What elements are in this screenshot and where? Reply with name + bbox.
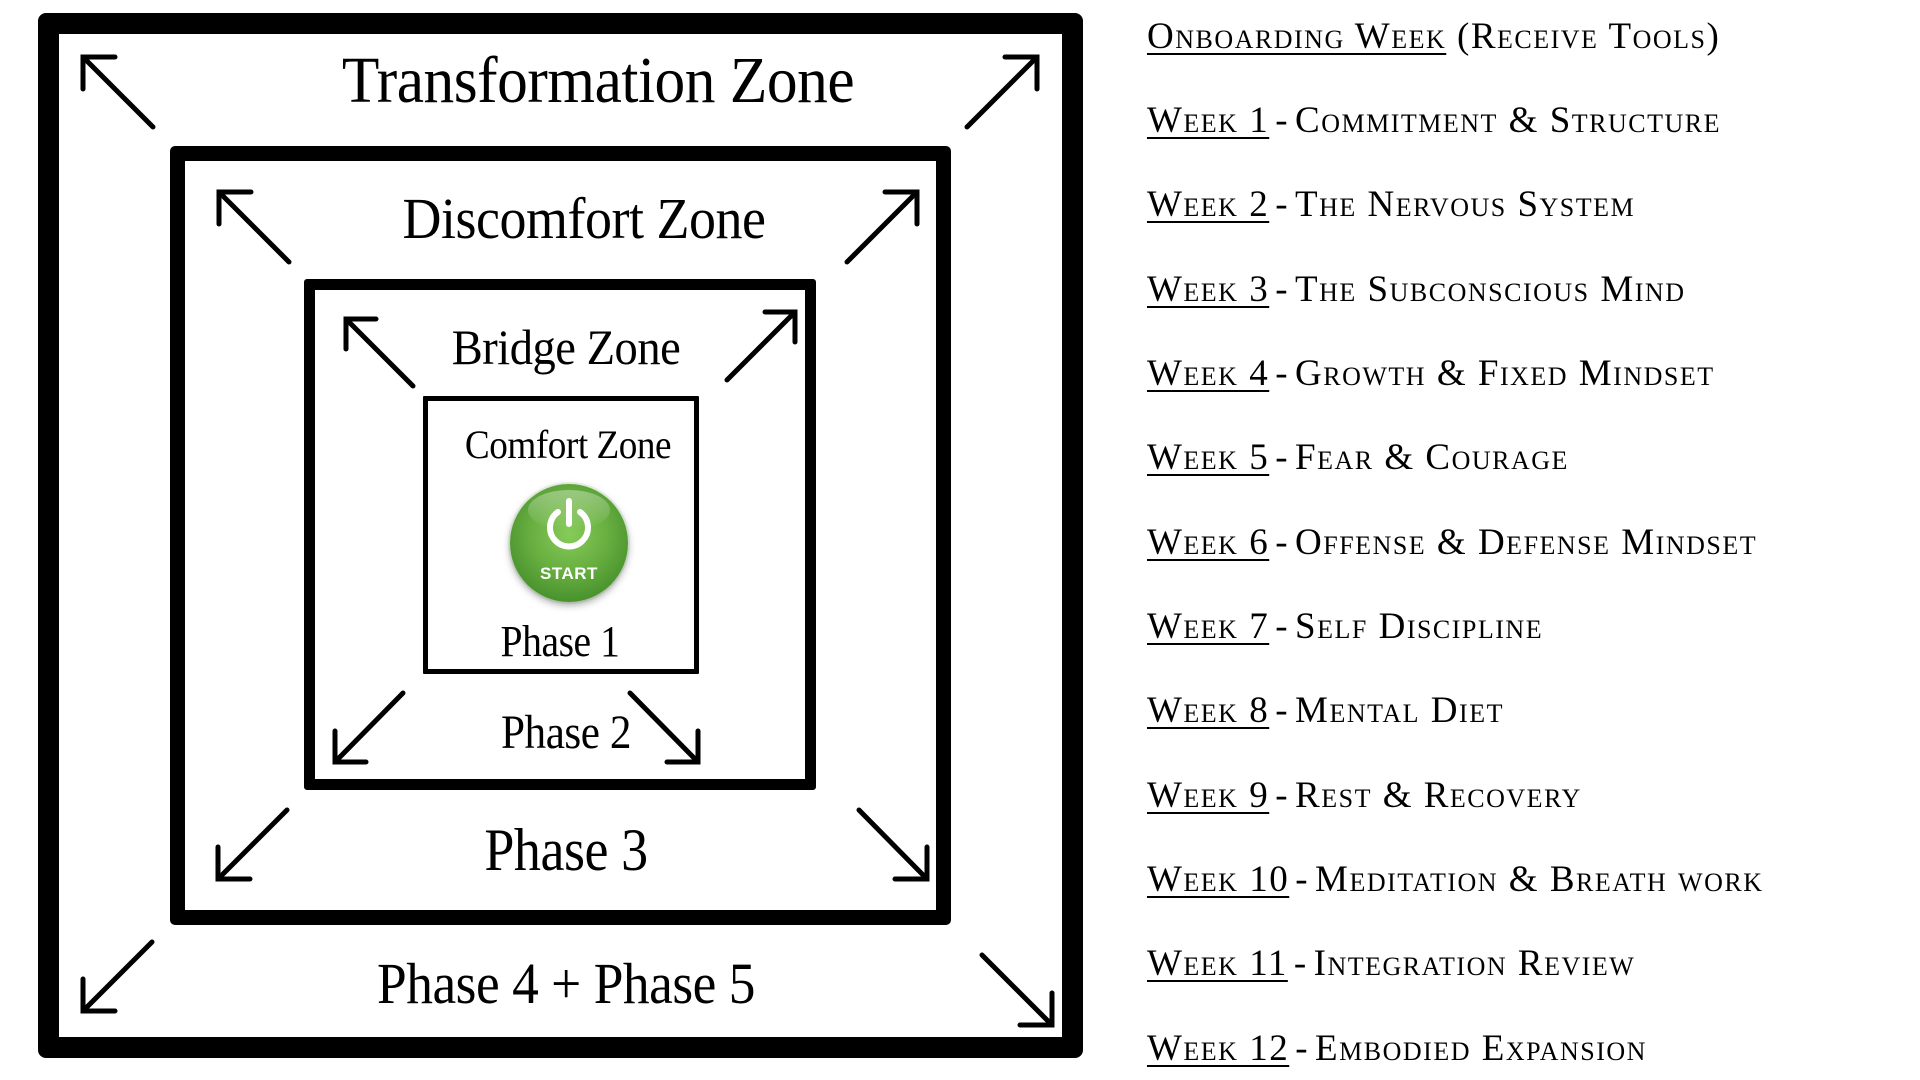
week-link[interactable]: Week 8: [1147, 690, 1270, 731]
week-title: Embodied Expansion: [1315, 1028, 1647, 1069]
week-link[interactable]: Week 9: [1147, 775, 1270, 816]
week-link[interactable]: Week 11: [1147, 943, 1288, 984]
week-link[interactable]: Week 4: [1147, 353, 1270, 394]
week-title: Offense & Defense Mindset: [1295, 522, 1758, 563]
week-title: Growth & Fixed Mindset: [1295, 353, 1715, 394]
list-item: Week 1-Commitment & Structure: [1147, 102, 1721, 139]
list-item: Week 10-Meditation & Breath work: [1147, 861, 1763, 898]
list-item: Week 2-The Nervous System: [1147, 186, 1635, 223]
week-link[interactable]: Week 10: [1147, 859, 1290, 900]
week-title: Meditation & Breath work: [1315, 859, 1764, 900]
separator: -: [1275, 437, 1290, 478]
list-item: Week 8-Mental Diet: [1147, 692, 1504, 729]
bridge-zone-box: [304, 279, 816, 790]
phase-3-label: Phase 3: [484, 817, 648, 883]
separator: -: [1275, 775, 1290, 816]
transformation-zone-label: Transformation Zone: [341, 44, 855, 117]
week-link[interactable]: Week 1: [1147, 100, 1270, 141]
phase-4-5-label: Phase 4 + Phase 5: [377, 951, 755, 1016]
separator: -: [1275, 690, 1290, 731]
list-item: Week 9-Rest & Recovery: [1147, 777, 1582, 814]
list-item: Week 11-Integration Review: [1147, 945, 1635, 982]
bridge-zone-label: Bridge Zone: [451, 319, 681, 375]
week-title: Fear & Courage: [1295, 437, 1569, 478]
start-button[interactable]: START: [510, 484, 628, 602]
week-title: Commitment & Structure: [1295, 100, 1722, 141]
separator: -: [1275, 606, 1290, 647]
list-item: Onboarding Week (Receive Tools): [1147, 18, 1720, 55]
comfort-zone-label: Comfort Zone: [464, 422, 672, 467]
week-link[interactable]: Week 7: [1147, 606, 1270, 647]
week-link[interactable]: Week 2: [1147, 184, 1270, 225]
list-item: Week 3-The Subconscious Mind: [1147, 271, 1685, 308]
list-item: Week 12-Embodied Expansion: [1147, 1030, 1647, 1067]
week-title: Integration Review: [1313, 943, 1636, 984]
curriculum-list: Onboarding Week (Receive Tools) Week 1-C…: [1147, 0, 1917, 1080]
week-title: Mental Diet: [1295, 690, 1504, 731]
list-item: Week 4-Growth & Fixed Mindset: [1147, 355, 1715, 392]
week-link[interactable]: Onboarding Week: [1147, 16, 1447, 57]
week-title: Rest & Recovery: [1295, 775, 1582, 816]
discomfort-zone-box: [170, 146, 951, 925]
separator: -: [1275, 100, 1290, 141]
list-item: Week 5-Fear & Courage: [1147, 439, 1569, 476]
power-icon: [547, 498, 591, 550]
separator: -: [1295, 1028, 1310, 1069]
zones-diagram: Transformation Zone Discomfort Zone Brid…: [38, 13, 1083, 1058]
list-item: Week 7-Self Discipline: [1147, 608, 1543, 645]
separator: -: [1293, 943, 1308, 984]
start-label: START: [540, 564, 598, 583]
week-link[interactable]: Week 3: [1147, 269, 1270, 310]
separator: -: [1295, 859, 1310, 900]
separator: -: [1275, 184, 1290, 225]
week-title: The Subconscious Mind: [1295, 269, 1686, 310]
week-link[interactable]: Week 5: [1147, 437, 1270, 478]
transformation-zone-box: [38, 13, 1083, 1058]
week-title: Self Discipline: [1295, 606, 1544, 647]
separator: -: [1275, 522, 1290, 563]
separator: -: [1275, 353, 1290, 394]
week-link[interactable]: Week 12: [1147, 1028, 1290, 1069]
phase-1-label: Phase 1: [500, 617, 620, 666]
week-title: The Nervous System: [1295, 184, 1636, 225]
discomfort-zone-label: Discomfort Zone: [402, 186, 766, 251]
separator: -: [1275, 269, 1290, 310]
list-item: Week 6-Offense & Defense Mindset: [1147, 524, 1757, 561]
phase-2-label: Phase 2: [500, 706, 632, 759]
week-title: (Receive Tools): [1457, 16, 1721, 57]
comfort-zone-box: [423, 396, 699, 674]
week-link[interactable]: Week 6: [1147, 522, 1270, 563]
